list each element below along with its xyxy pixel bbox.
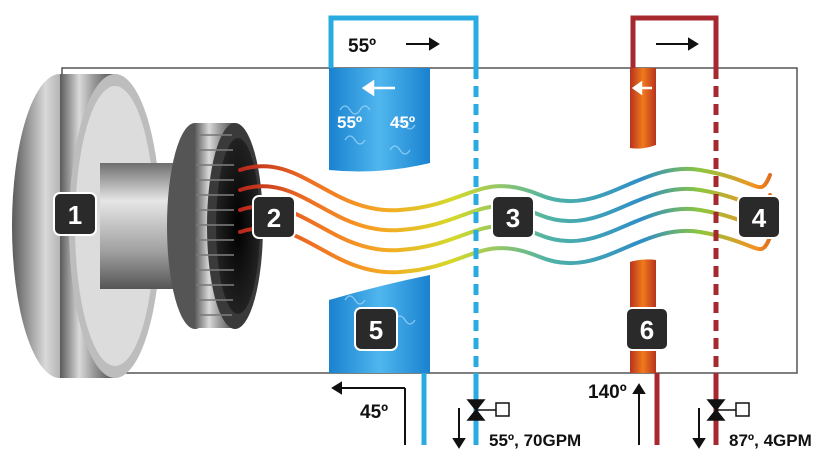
badge-3-label: 3 xyxy=(506,203,520,233)
badge-5: 5 xyxy=(354,307,398,351)
flow-arrows xyxy=(331,37,706,449)
badge-1-label: 1 xyxy=(68,200,82,230)
coil-in-temp: 55º xyxy=(337,113,362,132)
badge-6: 6 xyxy=(625,307,669,351)
hot-valve-label: 87º, 4GPM xyxy=(729,431,812,450)
hot-valve xyxy=(706,399,750,421)
top-supply-temp: 55º xyxy=(348,36,376,57)
badge-4: 4 xyxy=(737,195,781,239)
badge-1: 1 xyxy=(53,192,97,236)
badge-5-label: 5 xyxy=(369,315,383,345)
coil-out-temp: 45º xyxy=(390,113,415,132)
cold-valve xyxy=(466,399,510,421)
badge-2: 2 xyxy=(252,195,296,239)
badge-6-label: 6 xyxy=(640,315,654,345)
badge-4-label: 4 xyxy=(752,203,767,233)
return-temp: 45º xyxy=(360,402,388,423)
cold-valve-label: 55º, 70GPM xyxy=(489,431,581,450)
badge-2-label: 2 xyxy=(267,203,281,233)
coil-arrows xyxy=(361,79,652,97)
badge-3: 3 xyxy=(491,195,535,239)
hot-in-temp: 140º xyxy=(588,382,627,403)
